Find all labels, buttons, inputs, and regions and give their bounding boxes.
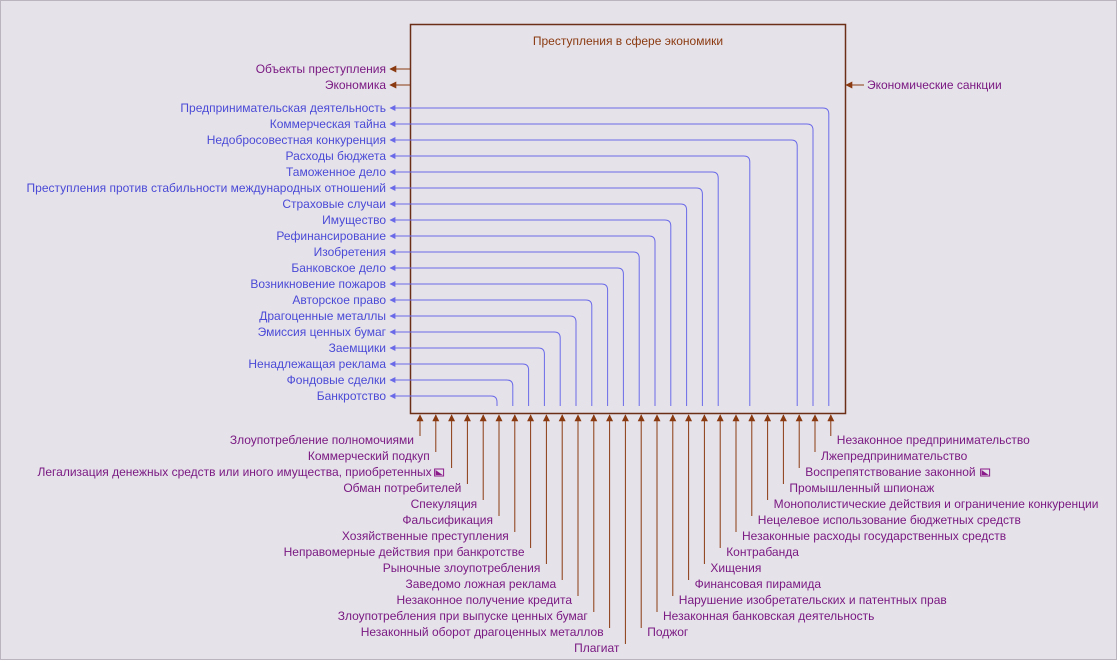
output-label[interactable]: Эмиссия ценных бумаг — [258, 325, 387, 339]
output-line — [389, 281, 609, 406]
bottom-mechanism-arrows: Злоупотребление полномочиямиКоммерческий… — [37, 414, 1099, 655]
mechanism-label[interactable]: Легализация денежных средств или иного и… — [37, 465, 431, 479]
mechanism-label[interactable]: Незаконное предпринимательство — [837, 433, 1030, 447]
output-line — [389, 137, 798, 406]
output-label[interactable]: Фондовые сделки — [287, 373, 386, 387]
output-label[interactable]: Заемщики — [329, 341, 386, 355]
mechanism-label[interactable]: Заведомо ложная реклама — [406, 577, 557, 591]
activity-title: Преступления в сфере экономики — [533, 34, 723, 48]
output-label-sanctions[interactable]: Экономические санкции — [867, 78, 1002, 92]
output-line — [389, 249, 640, 406]
right-output: Экономические санкции — [845, 78, 1002, 92]
output-line — [389, 153, 751, 406]
tunnel-icon — [980, 468, 991, 477]
mechanism-label[interactable]: Спекуляция — [411, 497, 478, 511]
mechanism-label[interactable]: Коммерческий подкуп — [308, 449, 430, 463]
mechanism-label[interactable]: Промышленный шпионаж — [789, 481, 934, 495]
mechanism-label[interactable]: Незаконная банковская деятельность — [663, 609, 874, 623]
output-line — [389, 345, 545, 406]
output-line — [389, 377, 514, 406]
output-line — [389, 297, 593, 406]
output-label[interactable]: Авторское право — [292, 293, 386, 307]
left-inputs: Объекты преступления Экономика — [256, 62, 410, 92]
tunnel-icon — [434, 468, 445, 477]
output-line — [389, 361, 530, 406]
output-line — [389, 105, 830, 406]
mechanism-label[interactable]: Обман потребителей — [343, 481, 461, 495]
blue-output-lines — [389, 105, 830, 406]
output-label[interactable]: Имущество — [322, 213, 386, 227]
mechanism-label[interactable]: Нарушение изобретательских и патентных п… — [679, 593, 947, 607]
mechanism-label[interactable]: Воспрепятствование законной — [805, 465, 975, 479]
mechanism-label[interactable]: Хозяйственные преступления — [342, 529, 509, 543]
mechanism-label[interactable]: Злоупотребления при выпуске ценных бумаг — [338, 609, 589, 623]
mechanism-label[interactable]: Незаконное получение кредита — [397, 593, 573, 607]
output-line — [389, 185, 703, 406]
mechanism-label[interactable]: Неправомерные действия при банкротстве — [284, 545, 525, 559]
output-line — [389, 233, 656, 406]
output-label[interactable]: Ненадлежащая реклама — [248, 357, 386, 371]
output-label[interactable]: Банковское дело — [291, 261, 386, 275]
output-label[interactable]: Расходы бюджета — [286, 149, 387, 163]
output-label[interactable]: Коммерческая тайна — [270, 117, 387, 131]
output-label[interactable]: Таможенное дело — [286, 165, 386, 179]
output-line — [389, 201, 688, 406]
mechanism-label[interactable]: Монополистические действия и ограничение… — [774, 497, 1099, 511]
output-line — [389, 169, 719, 406]
mechanism-label[interactable]: Контрабанда — [726, 545, 799, 559]
output-label[interactable]: Рефинансирование — [276, 229, 386, 243]
output-label[interactable]: Возникновение пожаров — [250, 277, 386, 291]
input-label-objects[interactable]: Объекты преступления — [256, 62, 386, 76]
output-label[interactable]: Изобретения — [314, 245, 386, 259]
output-label[interactable]: Страховые случаи — [282, 197, 386, 211]
mechanism-label[interactable]: Незаконный оборот драгоценных металлов — [361, 625, 604, 639]
output-label[interactable]: Предпринимательская деятельность — [180, 101, 386, 115]
mechanism-label[interactable]: Злоупотребление полномочиями — [230, 433, 414, 447]
output-label[interactable]: Недобросовестная конкуренция — [207, 133, 386, 147]
output-line — [389, 121, 814, 406]
mechanism-label[interactable]: Незаконные расходы государственных средс… — [742, 529, 1006, 543]
output-line — [389, 393, 498, 406]
mechanism-label[interactable]: Лжепредпринимательство — [821, 449, 968, 463]
mechanism-label[interactable]: Рыночные злоупотребления — [383, 561, 541, 575]
output-line — [389, 217, 672, 406]
mechanism-label[interactable]: Поджог — [647, 625, 689, 639]
input-label-economy[interactable]: Экономика — [325, 78, 386, 92]
output-line — [389, 329, 561, 406]
mechanism-label[interactable]: Нецелевое использование бюджетных средст… — [758, 513, 1021, 527]
output-label[interactable]: Преступления против стабильности междуна… — [27, 181, 386, 195]
blue-output-labels: Предпринимательская деятельностьКоммерче… — [27, 101, 387, 403]
mechanism-label[interactable]: Хищения — [710, 561, 761, 575]
activity-box[interactable] — [409, 23, 847, 415]
output-line — [389, 265, 624, 406]
output-line — [389, 313, 577, 406]
output-label[interactable]: Драгоценные металлы — [259, 309, 386, 323]
mechanism-label[interactable]: Плагиат — [574, 641, 620, 655]
mechanism-label[interactable]: Фальсификация — [402, 513, 493, 527]
mechanism-label[interactable]: Финансовая пирамида — [695, 577, 822, 591]
output-label[interactable]: Банкротство — [317, 389, 387, 403]
